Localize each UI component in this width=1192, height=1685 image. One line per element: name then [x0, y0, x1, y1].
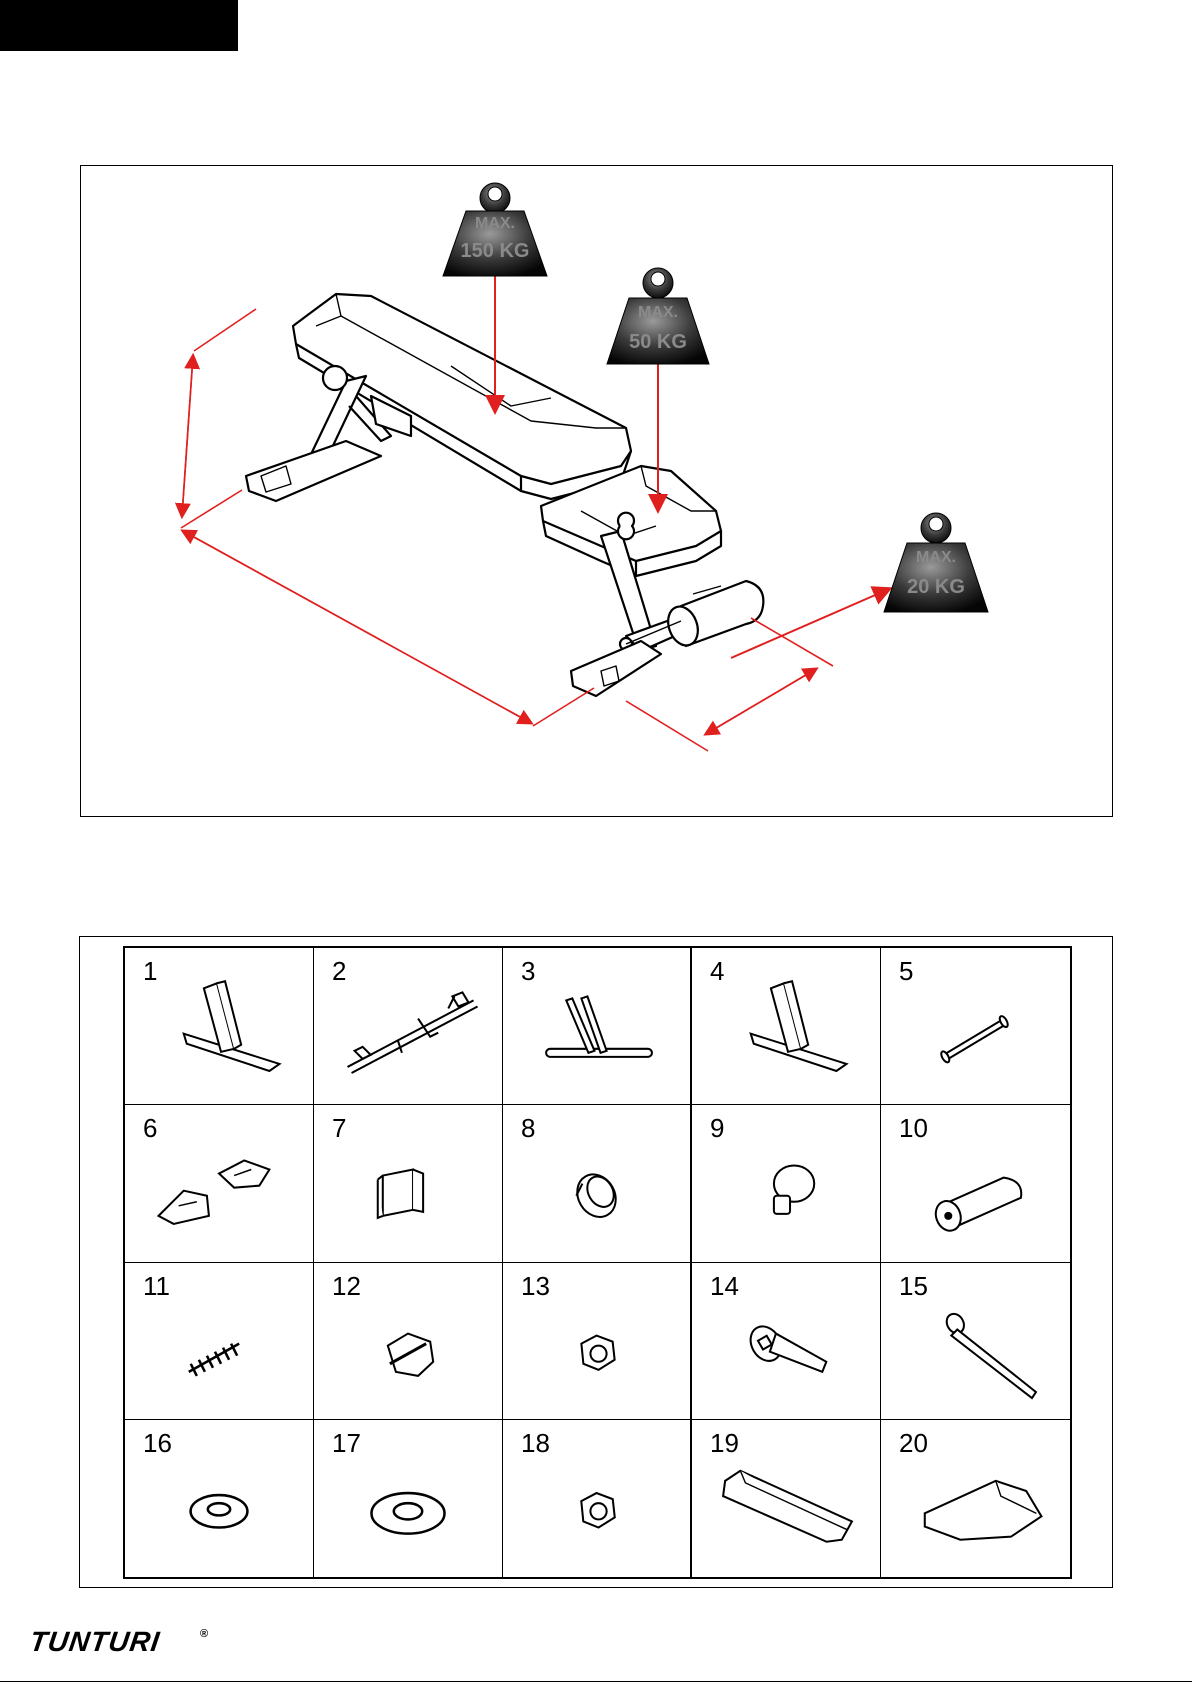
back-pad-icon: [692, 1420, 880, 1577]
part-cell-6: 6: [125, 1105, 314, 1262]
part-cell-15: 15: [881, 1263, 1070, 1420]
part-cell-8: 8: [503, 1105, 692, 1262]
part-cell-3: 3: [503, 948, 692, 1105]
part-cell-18: 18: [503, 1420, 692, 1577]
seat-pad-icon: [881, 1420, 1070, 1577]
part-cell-10: 10: [881, 1105, 1070, 1262]
bushing-icon: [503, 1105, 690, 1261]
part-cell-12: 12: [314, 1263, 503, 1420]
bolt-long-icon: [881, 1263, 1070, 1419]
weight-150kg-icon: MAX. 150 KG: [443, 183, 547, 276]
knob-large-icon: [314, 1263, 502, 1419]
part-cell-14: 14: [692, 1263, 881, 1420]
bench-diagram: MAX. 150 KG MAX. 50 KG MAX. 20 KG: [81, 166, 1114, 818]
weight-20kg-icon: MAX. 20 KG: [884, 513, 988, 612]
weight-3-line2: 20 KG: [907, 576, 965, 598]
spring-icon: [125, 1263, 313, 1419]
part-cell-13: 13: [503, 1263, 692, 1420]
registered-mark: ®: [200, 1628, 208, 1640]
weight-2-line1: MAX.: [638, 304, 678, 321]
square-cap-icon: [314, 1105, 502, 1261]
knob-small-icon: [692, 1105, 880, 1261]
part-cell-1: 1: [125, 948, 314, 1105]
washer-large-icon: [314, 1420, 502, 1577]
part-cell-16: 16: [125, 1420, 314, 1577]
part-cell-17: 17: [314, 1420, 503, 1577]
base-right-frame-icon: [692, 948, 880, 1104]
support-leg-icon: [503, 948, 690, 1104]
part-cell-11: 11: [125, 1263, 314, 1420]
nut-icon: [503, 1263, 690, 1419]
weight-3-line1: MAX.: [916, 549, 956, 566]
part-cell-7: 7: [314, 1105, 503, 1262]
end-cap-pair-icon: [125, 1105, 313, 1261]
foam-roller-icon: [881, 1105, 1070, 1261]
weight-1-line1: MAX.: [475, 215, 515, 232]
part-cell-19: 19: [692, 1420, 881, 1577]
tunturi-logo: TUNTURI: [28, 1628, 162, 1656]
lock-nut-icon: [503, 1420, 690, 1577]
assembly-diagram-frame: MAX. 150 KG MAX. 50 KG MAX. 20 KG: [80, 165, 1113, 817]
washer-small-icon: [125, 1420, 313, 1577]
part-cell-20: 20: [881, 1420, 1070, 1577]
header-black-block: [0, 0, 238, 51]
main-frame-icon: [314, 948, 502, 1104]
base-left-frame-icon: [125, 948, 313, 1104]
part-cell-9: 9: [692, 1105, 881, 1262]
part-cell-2: 2: [314, 948, 503, 1105]
weight-1-line2: 150 KG: [461, 240, 530, 262]
part-cell-5: 5: [881, 948, 1070, 1105]
footer-rule: [0, 1681, 1192, 1682]
pin-icon: [881, 948, 1070, 1104]
weight-2-line2: 50 KG: [629, 331, 687, 353]
part-cell-4: 4: [692, 948, 881, 1105]
bolt-short-icon: [692, 1263, 880, 1419]
weight-50kg-icon: MAX. 50 KG: [607, 268, 709, 364]
